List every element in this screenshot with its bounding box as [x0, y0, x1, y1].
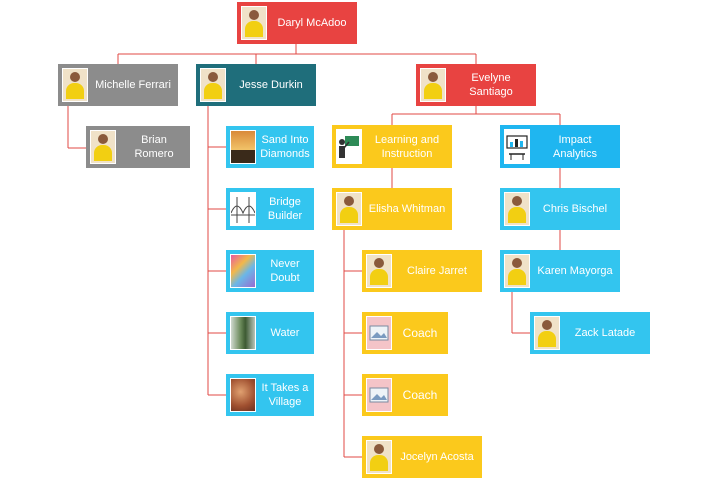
node-label: Michelle Ferrari [95, 79, 171, 91]
node-label: Learning and Instruction [374, 133, 440, 160]
node-label: It Takes a Village [261, 382, 309, 408]
node-label: Daryl McAdoo [277, 17, 347, 29]
node-label: Claire Jarret [407, 265, 467, 277]
node-label: Elisha Whitman [368, 203, 446, 215]
node-coach-2[interactable]: Coach [362, 374, 448, 416]
node-label: Jocelyn Acosta [400, 451, 474, 463]
node-chris-bischel[interactable]: Chris Bischel [500, 188, 620, 230]
person-photo-icon [420, 68, 446, 102]
node-daryl-mcadoo[interactable]: Daryl McAdoo [237, 2, 357, 44]
sunset-photo-icon [230, 130, 256, 164]
person-photo-icon [90, 130, 116, 164]
node-elisha-whitman[interactable]: Elisha Whitman [332, 188, 452, 230]
person-photo-icon [504, 192, 530, 226]
node-evelyne-santiago[interactable]: Evelyne Santiago [416, 64, 536, 106]
image-placeholder-icon [366, 316, 392, 350]
image-placeholder-icon [366, 378, 392, 412]
analytics-icon [504, 129, 530, 164]
node-label: Bridge Builder [267, 196, 303, 222]
node-water[interactable]: Water [226, 312, 314, 354]
node-label: Coach [402, 326, 438, 340]
village-photo-icon [230, 378, 256, 412]
person-photo-icon [366, 440, 392, 474]
person-photo-icon [62, 68, 88, 102]
node-coach-1[interactable]: Coach [362, 312, 448, 354]
node-jesse-durkin[interactable]: Jesse Durkin [196, 64, 316, 106]
node-learning-and-instruction[interactable]: Learning and Instruction [332, 125, 452, 168]
node-jocelyn-acosta[interactable]: Jocelyn Acosta [362, 436, 482, 478]
node-never-doubt[interactable]: Never Doubt [226, 250, 314, 292]
person-photo-icon [241, 6, 267, 40]
node-label: Zack Latade [574, 327, 636, 339]
person-photo-icon [504, 254, 530, 288]
tree-photo-icon [230, 316, 256, 350]
colorful-art-icon [230, 254, 256, 288]
node-claire-jarret[interactable]: Claire Jarret [362, 250, 482, 292]
node-label: Jesse Durkin [239, 79, 303, 91]
node-label: Karen Mayorga [537, 265, 613, 277]
node-brian-romero[interactable]: Brian Romero [86, 126, 190, 168]
node-label: Chris Bischel [542, 203, 608, 215]
person-photo-icon [336, 192, 362, 226]
node-label: Never Doubt [270, 258, 300, 284]
teacher-icon [336, 129, 362, 164]
node-label: Evelyne Santiago [469, 72, 513, 98]
bridge-icon [230, 192, 256, 226]
node-sand-into-diamonds[interactable]: Sand Into Diamonds [226, 126, 314, 168]
node-zack-latade[interactable]: Zack Latade [530, 312, 650, 354]
node-label: Sand Into Diamonds [260, 134, 310, 160]
person-photo-icon [534, 316, 560, 350]
person-photo-icon [366, 254, 392, 288]
node-it-takes-a-village[interactable]: It Takes a Village [226, 374, 314, 416]
node-karen-mayorga[interactable]: Karen Mayorga [500, 250, 620, 292]
node-bridge-builder[interactable]: Bridge Builder [226, 188, 314, 230]
node-label: Coach [402, 388, 438, 402]
person-photo-icon [200, 68, 226, 102]
node-label: Water [270, 327, 300, 339]
node-label: Brian Romero [134, 134, 174, 160]
node-label: Impact Analytics [552, 133, 598, 160]
node-impact-analytics[interactable]: Impact Analytics [500, 125, 620, 168]
node-michelle-ferrari[interactable]: Michelle Ferrari [58, 64, 178, 106]
